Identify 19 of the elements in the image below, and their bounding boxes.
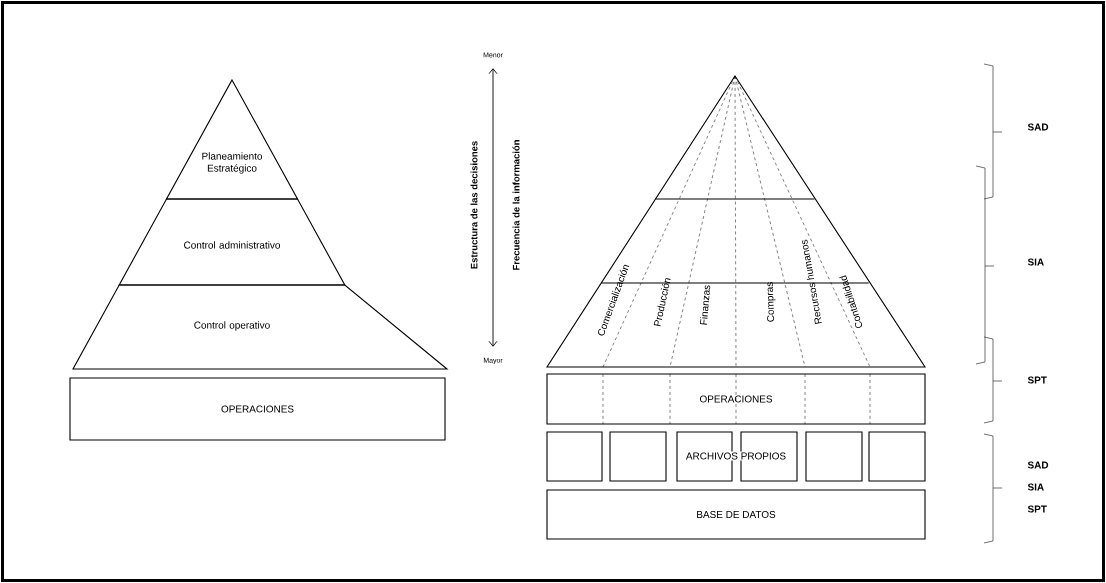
file-box (868, 431, 926, 482)
file-box (609, 431, 667, 482)
process-box: OPERACIONES (69, 377, 446, 441)
system-label: SAD (1027, 461, 1049, 469)
axis-label: Frecuencia de la información (512, 140, 520, 270)
process-box: BASE DE DATOS (546, 489, 926, 540)
process-box: OPERACIONES (546, 373, 926, 425)
system-label: SPT (1027, 505, 1047, 513)
file-box (740, 431, 798, 482)
system-label: SIA (1027, 258, 1044, 266)
file-box (805, 431, 863, 482)
system-label: SAD (1027, 123, 1049, 131)
pyramid-level: Control operativo (72, 284, 449, 370)
box-label: ARCHIVOS PROPIOS (684, 451, 788, 461)
system-label: SPT (1027, 376, 1047, 384)
file-box (546, 431, 603, 482)
axis-label: Estructura de las decisiones (470, 141, 478, 269)
system-label: SIA (1027, 483, 1044, 491)
pyramid-level: Control administrativo (118, 198, 346, 286)
